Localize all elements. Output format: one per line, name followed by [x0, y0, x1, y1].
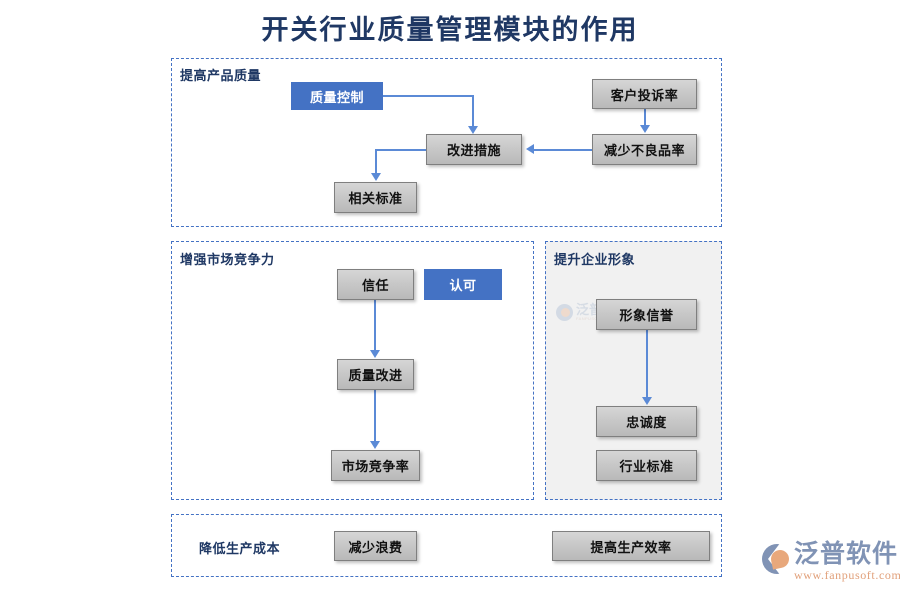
node-quality-control[interactable]: 质量控制	[291, 82, 383, 110]
node-label: 客户投诉率	[610, 87, 679, 103]
connector-quality-improve-to-market	[374, 390, 376, 442]
node-quality-improve[interactable]: 质量改进	[337, 359, 414, 390]
section-title-enhance-market-competitiveness: 增强市场竞争力	[180, 252, 275, 267]
section-title-reduce-production-cost: 降低生产成本	[199, 541, 281, 556]
node-label: 忠诚度	[626, 415, 667, 430]
connector-quality-control-to-improvement-drop	[472, 95, 474, 127]
node-label: 改进措施	[446, 143, 501, 158]
node-industry-standard[interactable]: 行业标准	[596, 450, 697, 481]
arrowhead-to-improvement-measures-left	[526, 144, 534, 154]
arrowhead-to-relevant-standards	[371, 173, 381, 181]
node-label: 行业标准	[619, 459, 674, 474]
node-market-competition[interactable]: 市场竞争率	[331, 450, 420, 481]
node-label: 认可	[449, 278, 477, 293]
node-loyalty[interactable]: 忠诚度	[596, 406, 697, 437]
connector-image-to-loyalty	[646, 330, 648, 398]
node-label: 质量控制	[309, 89, 364, 105]
node-customer-complaint-rate[interactable]: 客户投诉率	[592, 79, 697, 109]
fanpusoft-logo-icon	[762, 544, 792, 574]
connector-defect-to-improvement	[534, 149, 592, 151]
connector-complaint-to-defect	[644, 109, 646, 126]
node-improve-efficiency[interactable]: 提高生产效率	[552, 531, 710, 561]
node-improvement-measures[interactable]: 改进措施	[426, 134, 522, 165]
connector-improvement-to-standards	[375, 149, 427, 151]
node-label: 质量改进	[348, 368, 403, 383]
node-recognition[interactable]: 认可	[424, 269, 502, 300]
section-title-improve-product-quality: 提高产品质量	[180, 68, 262, 83]
connector-improvement-to-standards-drop	[375, 149, 377, 174]
connector-quality-control-to-improvement	[383, 95, 473, 97]
brand-url: www.fanpusoft.com	[794, 568, 900, 583]
node-reduce-defect-rate[interactable]: 减少不良品率	[592, 134, 697, 165]
arrowhead-to-reduce-defect-rate	[640, 125, 650, 133]
node-label: 提高生产效率	[590, 539, 672, 555]
node-label: 减少不良品率	[603, 143, 685, 158]
node-label: 形象信誉	[619, 308, 674, 323]
connector-trust-to-quality-improve	[374, 300, 376, 351]
node-label: 信任	[361, 278, 389, 293]
node-label: 市场竞争率	[341, 459, 410, 474]
node-trust[interactable]: 信任	[337, 269, 414, 300]
node-label: 减少浪费	[348, 539, 403, 555]
node-label: 相关标准	[348, 191, 403, 206]
brand-logo: 泛普软件 www.fanpusoft.com	[762, 541, 900, 583]
arrowhead-to-quality-improve	[370, 350, 380, 358]
page-title: 开关行业质量管理模块的作用	[261, 15, 639, 45]
arrowhead-to-market-competition	[370, 441, 380, 449]
brand-name: 泛普软件	[794, 540, 899, 568]
node-image-reputation[interactable]: 形象信誉	[596, 299, 697, 330]
section-title-enhance-corporate-image: 提升企业形象	[554, 252, 636, 267]
arrowhead-to-improvement-measures	[468, 126, 478, 134]
arrowhead-to-loyalty	[642, 397, 652, 405]
node-relevant-standards[interactable]: 相关标准	[334, 182, 417, 213]
node-reduce-waste[interactable]: 减少浪费	[334, 531, 417, 561]
